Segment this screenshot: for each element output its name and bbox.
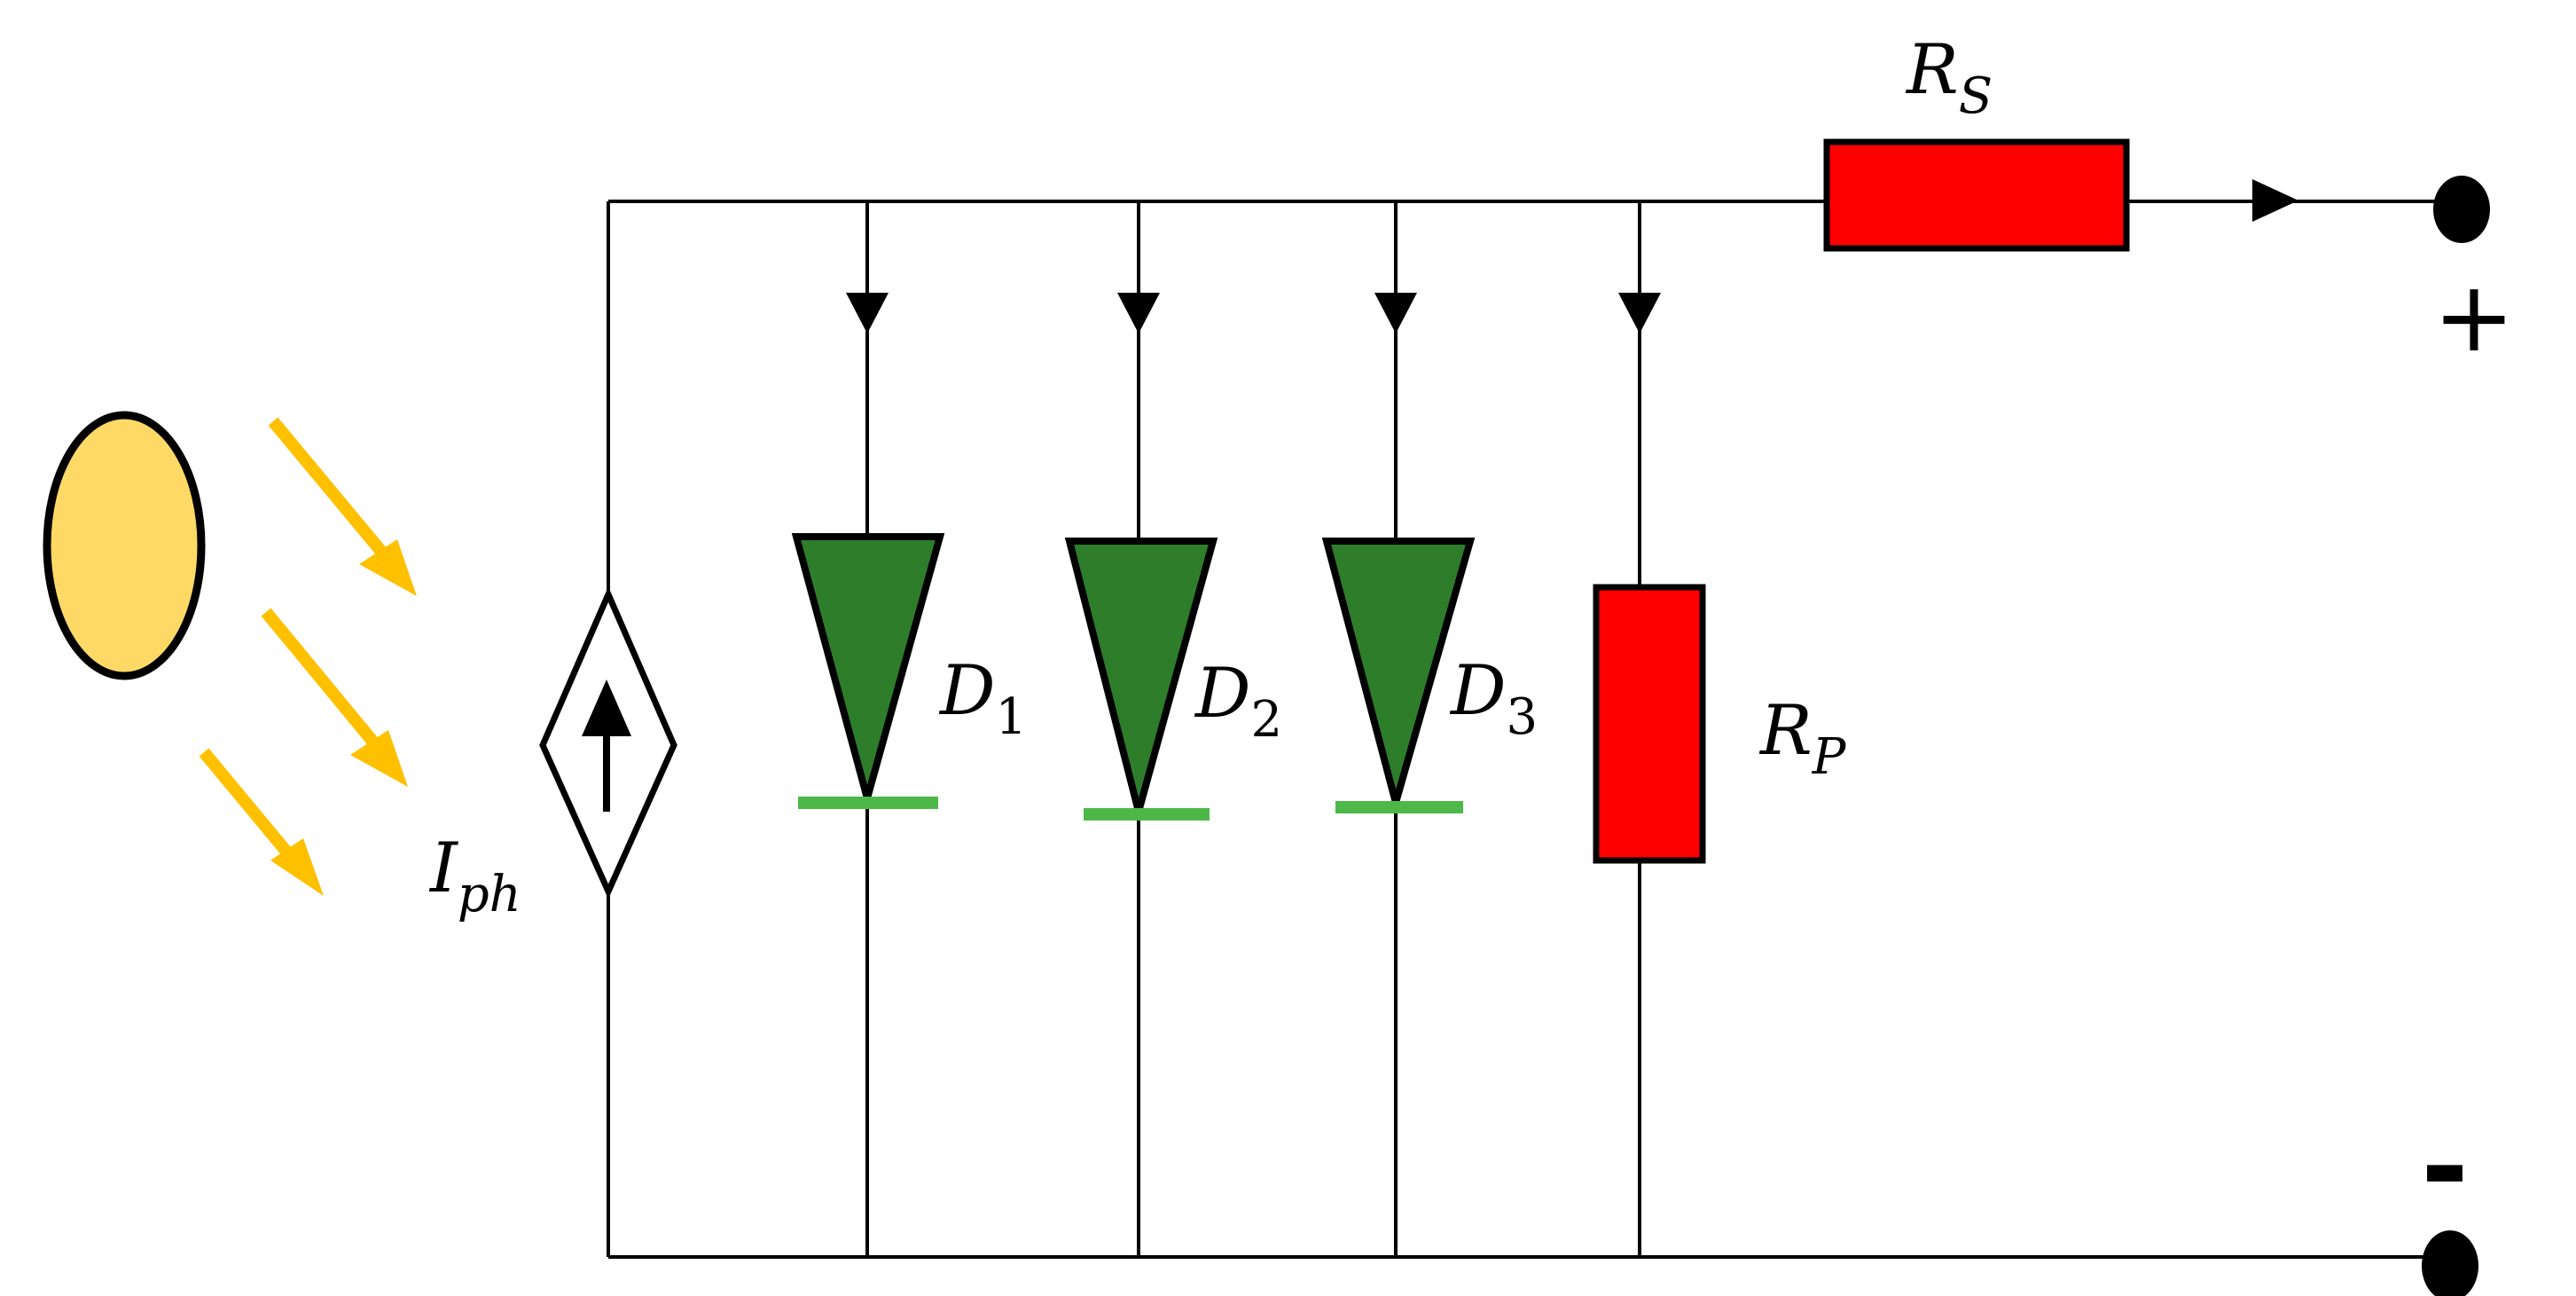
series-resistor-rs — [1823, 138, 2130, 252]
label-rs: RS — [1905, 30, 1993, 125]
label-rp: RP — [1758, 691, 1847, 786]
label-d3: D3 — [1449, 651, 1538, 746]
minus-sign: - — [2421, 1099, 2469, 1234]
negative-terminal — [2422, 1230, 2478, 1296]
plus-sign: + — [2433, 260, 2515, 373]
diode-d1 — [791, 533, 945, 813]
current-arrow-icon — [1374, 293, 1417, 334]
branch-current-arrows — [846, 179, 2298, 334]
light-ray-icon — [199, 748, 324, 896]
diode-d2 — [1064, 538, 1218, 826]
output-current-arrow-icon — [2252, 179, 2298, 222]
positive-terminal — [2433, 176, 2490, 243]
light-ray-icon — [268, 417, 417, 596]
current-arrow-icon — [1117, 293, 1160, 334]
source-arrow-icon — [582, 679, 631, 736]
diode-d3 — [1321, 538, 1476, 817]
circuit-wires — [607, 200, 2445, 1259]
label-d2: D2 — [1194, 654, 1282, 749]
light-rays — [199, 417, 417, 896]
sun-icon — [43, 411, 206, 680]
current-arrow-icon — [1618, 293, 1661, 334]
label-iph: Iph — [428, 829, 521, 923]
photocurrent-source — [539, 586, 677, 899]
light-ray-icon — [261, 608, 408, 787]
current-arrow-icon — [846, 293, 889, 334]
label-d1: D1 — [938, 651, 1027, 746]
shunt-resistor-rp — [1593, 584, 1706, 864]
